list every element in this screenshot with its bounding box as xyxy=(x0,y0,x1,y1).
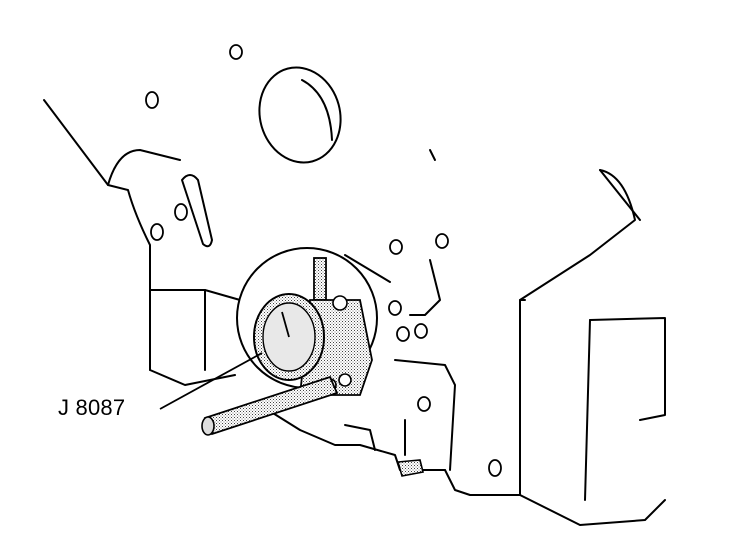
dial-needle xyxy=(281,311,290,338)
bearing-bore xyxy=(258,66,342,164)
callout-leader-line xyxy=(159,352,263,410)
engine-block-outline xyxy=(43,99,241,386)
block-edges xyxy=(344,149,441,316)
mounting-holes xyxy=(145,44,502,477)
oil-pan-outline xyxy=(444,169,666,526)
dial-indicator xyxy=(201,247,424,477)
tool-callout-label: J 8087 xyxy=(58,395,126,420)
cam-slot xyxy=(181,174,213,248)
handle-rod xyxy=(203,375,339,436)
